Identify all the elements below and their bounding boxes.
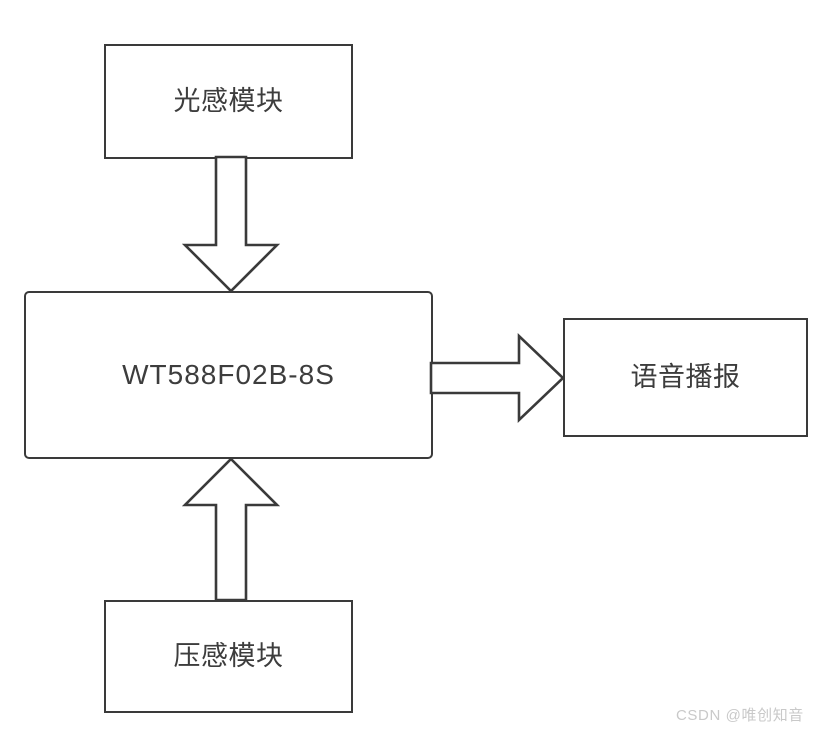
- node-controller-label: WT588F02B-8S: [122, 358, 335, 390]
- node-voice-broadcast-label: 语音播报: [630, 361, 741, 392]
- arrow-up-pressure-to-controller: [181, 457, 281, 602]
- node-voice-broadcast: 语音播报: [563, 318, 808, 437]
- node-controller: WT588F02B-8S: [24, 291, 433, 459]
- arrow-down-light-to-controller: [181, 155, 281, 293]
- watermark: CSDN @唯创知音: [676, 707, 804, 724]
- node-pressure-sensor-label: 压感模块: [173, 640, 284, 671]
- node-light-sensor-label: 光感模块: [173, 85, 284, 116]
- node-pressure-sensor: 压感模块: [104, 600, 353, 713]
- node-light-sensor: 光感模块: [104, 44, 353, 159]
- arrow-right-controller-to-voice: [429, 332, 565, 424]
